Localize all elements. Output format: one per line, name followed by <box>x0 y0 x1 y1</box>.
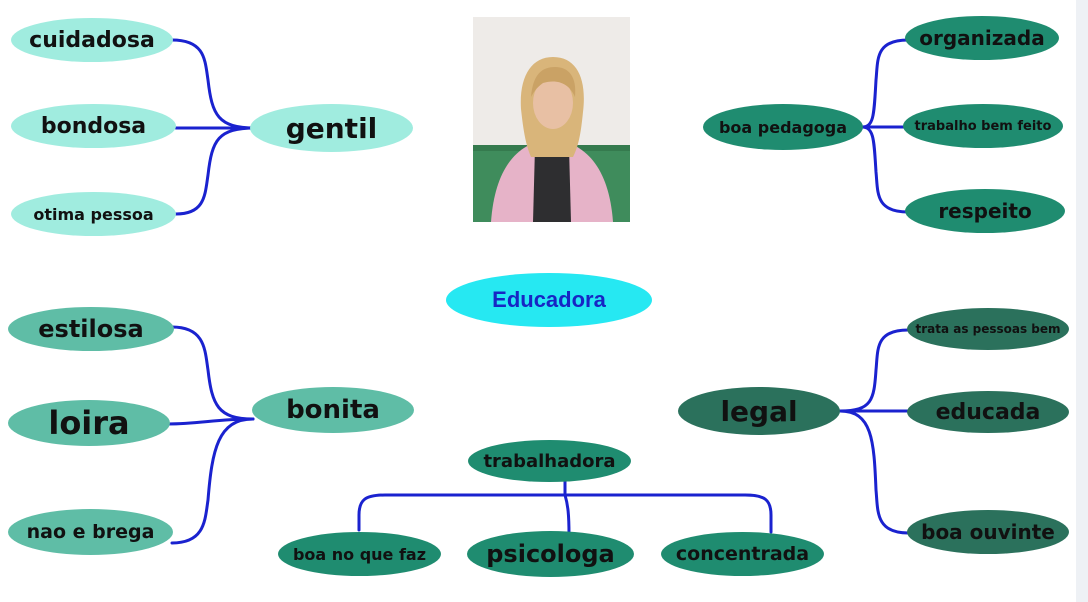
center-node: Educadora <box>446 273 652 327</box>
node-trabalho-bem-feito: trabalho bem feito <box>903 104 1063 148</box>
node-label: gentil <box>285 111 378 145</box>
node-concentrada: concentrada <box>661 532 824 576</box>
link-legal-boa-ouvinte <box>838 409 910 535</box>
node-label: legal <box>720 394 798 428</box>
node-bonita: bonita <box>252 387 414 433</box>
node-label: concentrada <box>675 543 810 565</box>
node-label: respeito <box>938 199 1032 223</box>
link-gentil-otima-pessoa <box>174 126 257 216</box>
node-label: educada <box>935 399 1041 425</box>
node-boa-ouvinte: boa ouvinte <box>907 510 1069 554</box>
node-label: boa ouvinte <box>921 520 1055 544</box>
node-boa-pedagoga: boa pedagoga <box>703 104 863 150</box>
node-label: bondosa <box>40 113 147 139</box>
node-label: bonita <box>286 395 380 425</box>
node-label: otima pessoa <box>33 204 154 224</box>
node-legal: legal <box>678 387 840 435</box>
node-loira: loira <box>8 400 170 446</box>
node-label: cuidadosa <box>29 27 155 53</box>
link-gentil-cuidadosa <box>170 38 257 130</box>
node-otima-pessoa: otima pessoa <box>11 192 176 236</box>
node-label: boa no que faz <box>292 544 427 564</box>
node-label: trabalhadora <box>483 450 616 472</box>
node-cuidadosa: cuidadosa <box>11 18 173 62</box>
center-label: Educadora <box>492 287 606 312</box>
link-bonita-estilosa <box>170 325 255 421</box>
node-label: loira <box>48 404 130 442</box>
node-organizada: organizada <box>905 16 1059 60</box>
node-label: organizada <box>919 26 1045 50</box>
node-label: boa pedagoga <box>718 117 848 137</box>
link-legal-trata <box>838 328 910 413</box>
link-pedagoga-respeito <box>860 125 910 214</box>
node-label: estilosa <box>38 315 144 343</box>
node-estilosa: estilosa <box>8 307 174 351</box>
node-label: nao e brega <box>26 521 155 543</box>
person-photo <box>473 17 630 222</box>
node-gentil: gentil <box>250 104 413 152</box>
link-bonita-nao-e-brega <box>170 417 255 545</box>
node-trata-as-pessoas-bem: trata as pessoas bem <box>907 308 1069 350</box>
node-label: psicologa <box>486 540 615 568</box>
node-bondosa: bondosa <box>11 104 176 148</box>
node-label: trata as pessoas bem <box>915 322 1061 336</box>
node-respeito: respeito <box>905 189 1065 233</box>
right-edge-strip <box>1076 0 1088 602</box>
node-educada: educada <box>907 391 1069 433</box>
link-trabalhadora-psicologa <box>563 493 571 537</box>
person-photo-icon <box>473 17 630 222</box>
node-nao-e-brega: nao e brega <box>8 509 173 555</box>
node-boa-no-que-faz: boa no que faz <box>278 532 441 576</box>
link-pedagoga-organizada <box>860 38 910 129</box>
node-psicologa: psicologa <box>467 531 634 577</box>
node-trabalhadora: trabalhadora <box>468 440 631 482</box>
node-label: trabalho bem feito <box>914 118 1052 134</box>
